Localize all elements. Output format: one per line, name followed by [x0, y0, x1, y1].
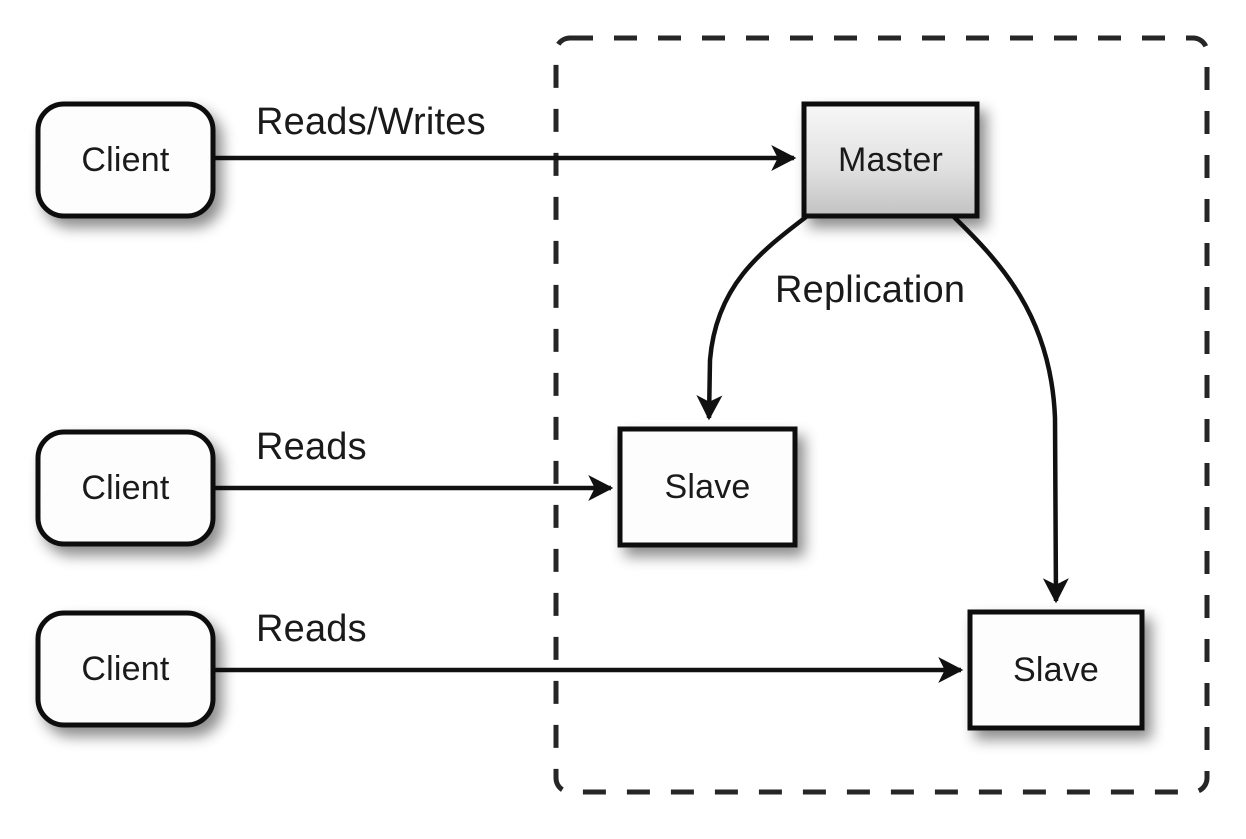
node-client-top[interactable]: [35, 101, 216, 219]
node-master[interactable]: [801, 101, 980, 219]
node-client-bottom[interactable]: [35, 610, 216, 728]
node-slave-middle[interactable]: [617, 426, 798, 548]
node-slave-bottom[interactable]: [967, 609, 1145, 731]
edge-label-reads-bottom: Reads: [256, 608, 367, 650]
edge-label-replication: Replication: [775, 269, 966, 311]
edge-master-slave-bottom: [952, 215, 1069, 604]
database-cluster-boundary: [553, 35, 1210, 795]
edge-master-slave-middle: [696, 215, 808, 421]
edge-label-reads-middle: Reads: [256, 426, 367, 468]
node-client-middle[interactable]: [35, 429, 216, 547]
edge-label-reads-writes: Reads/Writes: [256, 101, 486, 143]
